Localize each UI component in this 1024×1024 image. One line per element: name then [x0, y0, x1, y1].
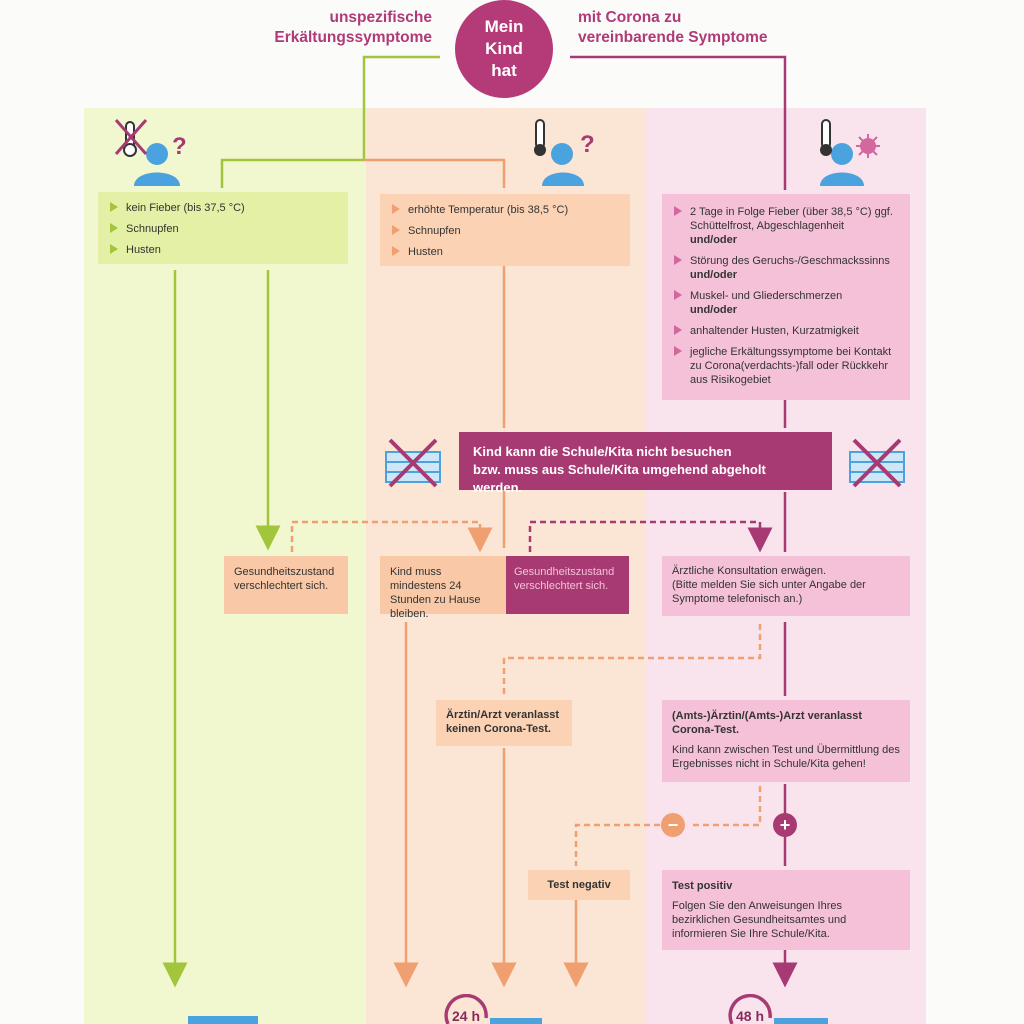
minus-sign: −	[661, 813, 685, 837]
timer-24h: 24 h	[452, 1008, 481, 1024]
header-unspecific-line2: Erkältungssymptome	[274, 29, 432, 46]
symptom-item: Husten	[108, 243, 338, 257]
symptoms-unspecific: kein Fieber (bis 37,5 °C) Schnupfen Hust…	[98, 192, 348, 264]
question-mark-icon: ?	[172, 133, 187, 160]
test-positive-title: Test positiv	[672, 880, 733, 892]
question-mark-icon: ?	[580, 131, 595, 158]
symptom-item: Schnupfen	[108, 222, 338, 236]
header-unspecific: unspezifische Erkältungssymptome	[272, 8, 432, 48]
symptoms-temperature: erhöhte Temperatur (bis 38,5 °C) Schnupf…	[380, 194, 630, 266]
box-no-test: Ärztin/Arzt veranlasst keinen Corona-Tes…	[436, 700, 572, 746]
header-corona-line1: mit Corona zu	[578, 9, 682, 26]
thermometer-icon	[534, 119, 546, 156]
banner-line1: Kind kann die Schule/Kita nicht besuchen	[473, 444, 732, 459]
box-test-positive: Test positiv Folgen Sie den Anweisungen …	[662, 870, 910, 950]
circle-line3: hat	[491, 61, 517, 80]
timer-icon	[444, 994, 488, 1024]
header-corona-line2: vereinbarende Symptome	[578, 29, 768, 46]
symptom-item: jegliche Erkältungssymptome bei Kontakt …	[672, 345, 900, 387]
test-ordered-note: Kind kann zwischen Test und Übermittlung…	[672, 744, 900, 770]
child-temperature-icon: ?	[534, 119, 595, 186]
plus-sign: +	[773, 813, 797, 837]
header-unspecific-line1: unspezifische	[329, 9, 433, 26]
consult-title: Ärztliche Konsultation erwägen.	[672, 565, 827, 577]
test-positive-note: Folgen Sie den Anweisungen Ihres bezirkl…	[672, 900, 847, 940]
central-circle: Mein Kind hat	[455, 0, 553, 98]
circle-line1: Mein	[484, 17, 524, 36]
symptom-item: Schnupfen	[390, 224, 620, 238]
child-corona-icon	[820, 119, 880, 186]
circle-line2: Kind	[485, 39, 523, 58]
child-unspecific-icon: ?	[114, 119, 187, 186]
school-icon	[490, 1018, 542, 1024]
consult-note: (Bitte melden Sie sich unter Angabe der …	[672, 579, 866, 605]
box-orange-worse: Gesundheitszustand verschlechtert sich.	[506, 556, 629, 614]
timer-48h: 48 h	[736, 1008, 765, 1024]
symptom-item: kein Fieber (bis 37,5 °C)	[108, 201, 338, 215]
box-green-worse: Gesundheitszustand verschlechtert sich.	[224, 556, 348, 614]
crossed-school-icon	[385, 438, 441, 488]
header-corona: mit Corona zu vereinbarende Symptome	[578, 8, 798, 48]
no-thermometer-icon	[114, 119, 148, 157]
symptom-item: Husten	[390, 245, 620, 259]
box-test-ordered: (Amts-)Ärztin/(Amts-)Arzt veranlasst Cor…	[662, 700, 910, 782]
symptom-item: erhöhte Temperatur (bis 38,5 °C)	[390, 203, 620, 217]
virus-icon	[856, 134, 880, 158]
school-icon	[188, 1016, 258, 1024]
box-consultation: Ärztliche Konsultation erwägen. (Bitte m…	[662, 556, 910, 616]
school-icon	[774, 1018, 828, 1024]
symptoms-corona: 2 Tage in Folge Fieber (über 38,5 °C) gg…	[662, 194, 910, 400]
test-ordered-title: (Amts-)Ärztin/(Amts-)Arzt veranlasst Cor…	[672, 710, 863, 736]
crossed-school-icon	[849, 438, 905, 488]
timer-icon	[728, 994, 772, 1024]
box-test-negative: Test negativ	[528, 870, 630, 900]
symptom-item: 2 Tage in Folge Fieber (über 38,5 °C) gg…	[672, 205, 900, 247]
symptom-item: anhaltender Husten, Kurzatmigkeit	[672, 324, 900, 338]
thermometer-icon	[820, 119, 832, 156]
banner-line2: bzw. muss aus Schule/Kita umgehend abgeh…	[473, 462, 766, 495]
banner-no-school: Kind kann die Schule/Kita nicht besuchen…	[459, 432, 832, 495]
box-stay-home: Kind muss mindestens 24 Stunden zu Hause…	[380, 556, 506, 620]
